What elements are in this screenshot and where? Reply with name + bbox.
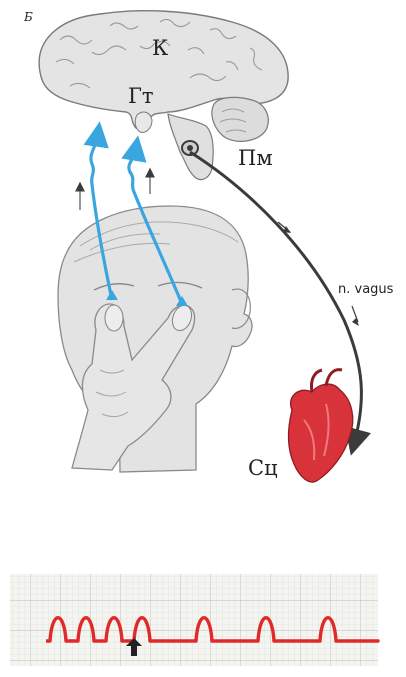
pulse-trace-strip (10, 574, 378, 666)
hypothalamus (135, 112, 152, 132)
heart-illustration (289, 370, 353, 482)
label-cortex: К (152, 36, 168, 60)
head-and-hand (58, 206, 252, 472)
label-vagus-nerve: n. vagus (338, 282, 393, 297)
label-hypothalamus: Гт (128, 84, 154, 108)
label-heart: Сц (248, 456, 278, 480)
cerebellum (212, 97, 268, 141)
panel-letter: Б (24, 10, 33, 24)
label-medulla: Пм (238, 146, 273, 170)
heart (289, 384, 353, 482)
